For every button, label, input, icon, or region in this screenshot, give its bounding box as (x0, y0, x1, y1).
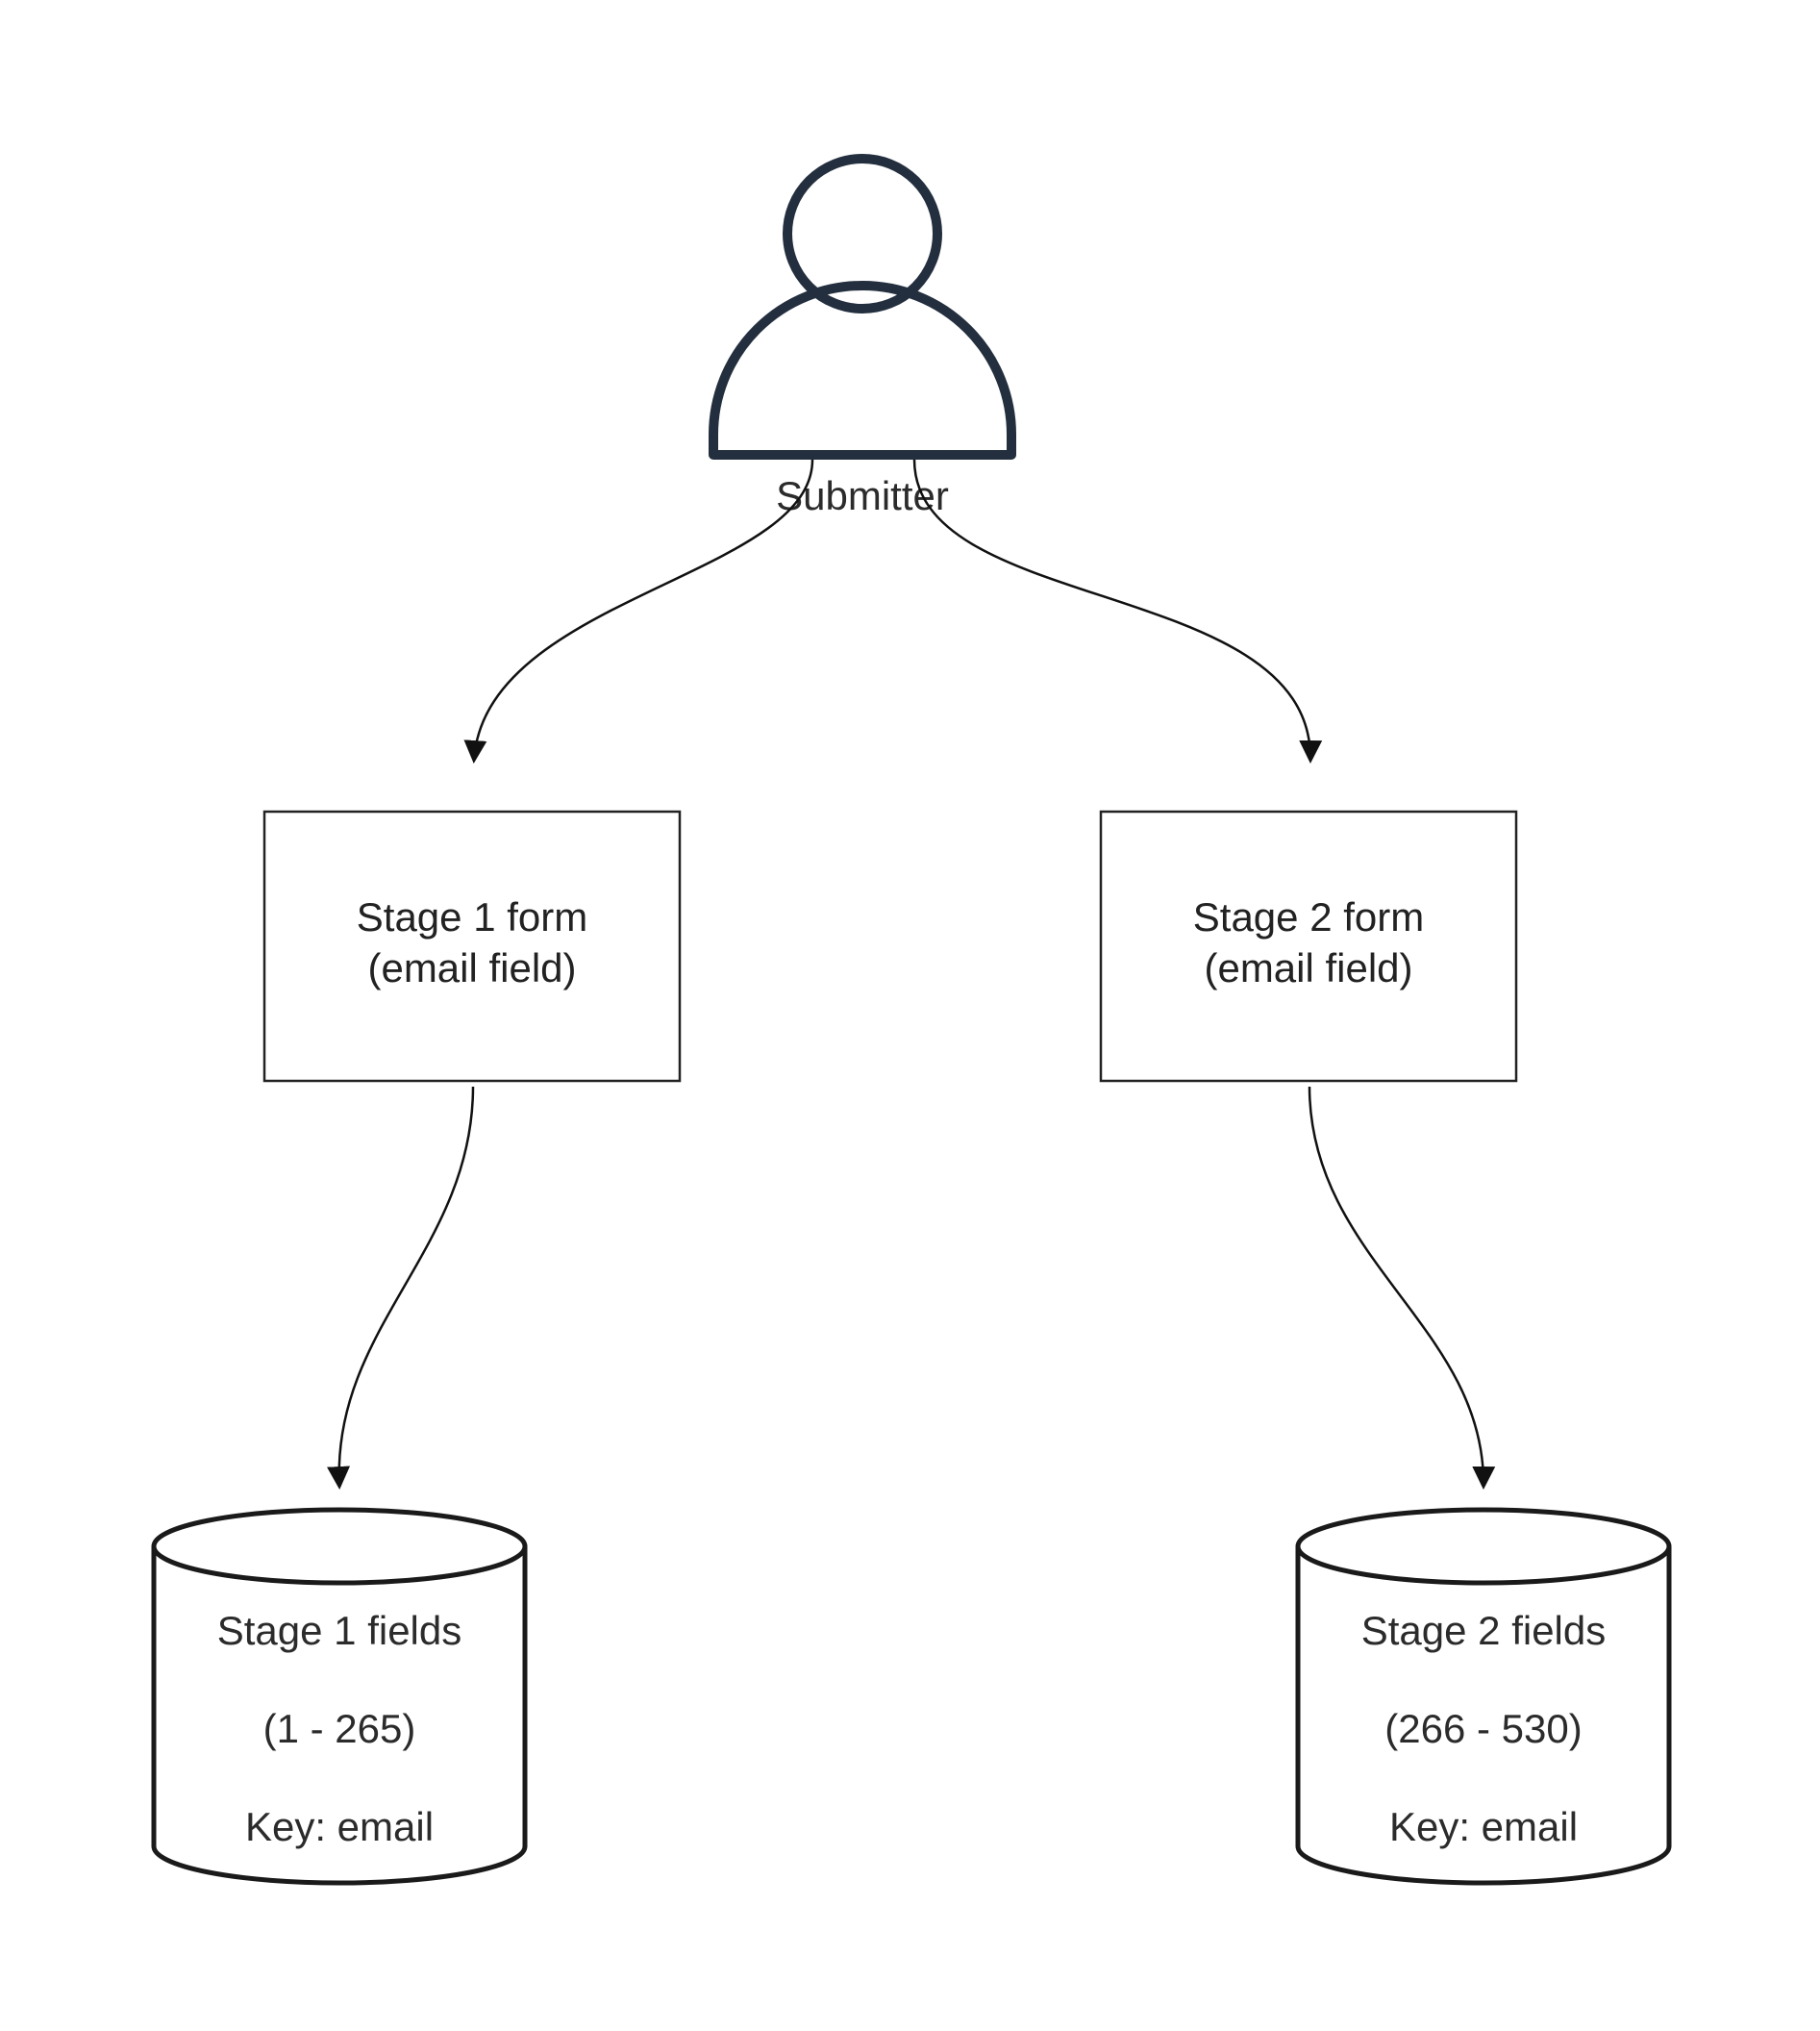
database-icon (151, 1507, 528, 1886)
stage1-fields-title: Stage 1 fields (217, 1608, 462, 1653)
stage2-fields-range: (266 - 530) (1384, 1706, 1582, 1751)
edge-stage2-form-to-stage2-fields (1308, 1086, 1496, 1490)
submitter-actor: Submitter (709, 154, 1016, 518)
stage2-form-title: Stage 2 form (1193, 894, 1424, 940)
stage2-form-subtitle: (email field) (1204, 945, 1412, 990)
edge-submitter-to-stage2-form (912, 459, 1323, 764)
stage1-form-title: Stage 1 form (357, 894, 587, 940)
stage2-form-node: Stage 2 form (email field) (1099, 810, 1518, 1083)
edge-submitter-to-stage1-form (463, 459, 814, 764)
database-icon (1295, 1507, 1672, 1886)
stage1-fields-key: Key: email (245, 1804, 434, 1849)
edges (327, 459, 1496, 1490)
stage1-form-node: Stage 1 form (email field) (262, 810, 682, 1083)
stage1-form-subtitle: (email field) (367, 945, 576, 990)
person-icon (709, 154, 1016, 460)
stage2-fields-database: Stage 2 fields (266 - 530) Key: email (1295, 1507, 1672, 1886)
stage1-fields-database: Stage 1 fields (1 - 265) Key: email (151, 1507, 528, 1886)
stage1-fields-range: (1 - 265) (263, 1706, 416, 1751)
stage2-fields-title: Stage 2 fields (1361, 1608, 1607, 1653)
submitter-label: Submitter (776, 473, 949, 518)
edge-stage1-form-to-stage1-fields (327, 1086, 475, 1490)
stage2-fields-key: Key: email (1389, 1804, 1578, 1849)
